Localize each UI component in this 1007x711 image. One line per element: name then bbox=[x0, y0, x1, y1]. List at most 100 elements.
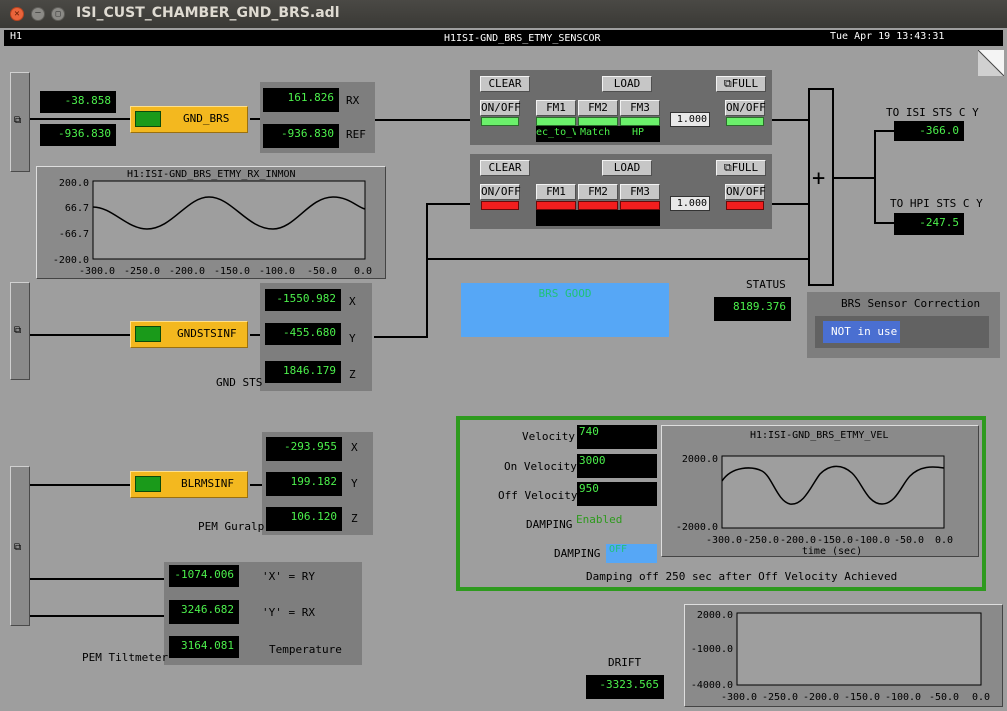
drift-value: -3323.565 bbox=[586, 675, 664, 699]
wire bbox=[772, 203, 808, 205]
wire bbox=[832, 177, 876, 179]
pem-related-display-button[interactable]: ⧉ bbox=[10, 466, 30, 626]
minimize-window-button[interactable]: – bbox=[31, 7, 45, 21]
gain-field[interactable]: 1.000 bbox=[670, 196, 710, 211]
temperature-label: Temperature bbox=[269, 643, 342, 656]
close-window-button[interactable]: ✕ bbox=[10, 7, 24, 21]
vel-xtick: -250.0 bbox=[743, 535, 779, 546]
gndstsinf-button[interactable]: GNDSTSINF bbox=[130, 321, 248, 348]
rx-ytick: 66.7 bbox=[65, 203, 89, 214]
fm2-name: Match bbox=[580, 127, 611, 138]
rx-plot-title: H1:ISI-GND_BRS_ETMY_RX_INMON bbox=[127, 169, 296, 180]
on-velocity-value: 3000 bbox=[577, 454, 657, 478]
drift-xtick: -50.0 bbox=[929, 692, 959, 703]
damping-state: Enabled bbox=[576, 513, 623, 526]
blrmsinf-button[interactable]: BLRMSINF bbox=[130, 471, 248, 498]
rx-ytick: 200.0 bbox=[59, 178, 89, 189]
rx-plot-svg: 200.0 66.7 -66.7 -200.0 -300.0 -250.0 -2… bbox=[53, 178, 372, 277]
fm2-led bbox=[578, 117, 618, 126]
off-velocity-value: 950 bbox=[577, 482, 657, 506]
wire bbox=[426, 203, 472, 205]
wire bbox=[874, 130, 894, 132]
rx-label: RX bbox=[346, 94, 360, 107]
rx-xtick: -150.0 bbox=[214, 266, 250, 277]
tilt-rx-value: -1074.006 bbox=[169, 565, 239, 587]
guralp-z-value: 106.120 bbox=[266, 507, 342, 531]
ref-value: -936.830 bbox=[263, 124, 339, 148]
velocity-value: 740 bbox=[577, 425, 657, 449]
fm2-button[interactable]: FM2 bbox=[578, 184, 618, 200]
output-led bbox=[726, 201, 764, 210]
fm3-button[interactable]: FM3 bbox=[620, 100, 660, 116]
tilt-temp-value: 3164.081 bbox=[169, 636, 239, 658]
input-onoff-button[interactable]: ON/OFF bbox=[480, 100, 521, 116]
fm1-button[interactable]: FM1 bbox=[536, 184, 576, 200]
fm3-button[interactable]: FM3 bbox=[620, 184, 660, 200]
gain-field[interactable]: 1.000 bbox=[670, 112, 710, 127]
vel-xtick: -100.0 bbox=[854, 535, 890, 546]
maximize-window-button[interactable]: □ bbox=[51, 7, 65, 21]
channel-title: H1ISI-GND_BRS_ETMY_SENSCOR bbox=[444, 33, 601, 44]
gnd-sts-related-display-button[interactable]: ⧉ bbox=[10, 282, 30, 380]
fm2-button[interactable]: FM2 bbox=[578, 100, 618, 116]
gnd-brs-value-bottom: -936.830 bbox=[40, 124, 116, 146]
pem-tiltmeter-caption: PEM Tiltmeter bbox=[82, 651, 169, 664]
damping-note: Damping off 250 sec after Off Velocity A… bbox=[586, 570, 898, 583]
vel-ytick: -2000.0 bbox=[676, 522, 718, 533]
tilt-ry-label: 'X' = RY bbox=[262, 570, 315, 583]
load-button[interactable]: LOAD bbox=[602, 160, 652, 176]
rx-trace bbox=[92, 196, 366, 230]
datetime: Tue Apr 19 13:43:31 bbox=[830, 31, 945, 42]
fm3-name: HP bbox=[632, 127, 645, 138]
rx-inmon-plot: H1:ISI-GND_BRS_ETMY_RX_INMON 200.0 66.7 … bbox=[36, 166, 386, 279]
rx-xtick: -200.0 bbox=[169, 266, 205, 277]
site-label: H1 bbox=[10, 31, 23, 42]
drift-plot: 2000.0 -1000.0 -4000.0 -300.0 -250.0 -20… bbox=[684, 604, 1003, 707]
clear-button[interactable]: CLEAR bbox=[480, 76, 530, 92]
damping-panel: Velocity 740 On Velocity 3000 Off Veloci… bbox=[456, 416, 986, 591]
input-onoff-button[interactable]: ON/OFF bbox=[480, 184, 521, 200]
gnd-sts-z-value: 1846.179 bbox=[265, 361, 341, 383]
rx-xtick: -250.0 bbox=[124, 266, 160, 277]
wire bbox=[428, 258, 808, 260]
vel-plot-svg: 2000.0 -2000.0 -300.0 -250.0 -200.0 -150… bbox=[676, 454, 953, 556]
gnd-brs-related-display-button[interactable]: ⧉ bbox=[10, 72, 30, 172]
rx-xtick: 0.0 bbox=[354, 266, 372, 277]
load-button[interactable]: LOAD bbox=[602, 76, 652, 92]
fm1-button[interactable]: FM1 bbox=[536, 100, 576, 116]
velocity-plot: H1:ISI-GND_BRS_ETMY_VEL 2000.0 -2000.0 -… bbox=[661, 425, 979, 557]
drift-xtick: -100.0 bbox=[885, 692, 921, 703]
y-label: Y bbox=[351, 477, 358, 490]
status-indicator-icon bbox=[135, 326, 161, 342]
wire bbox=[30, 578, 164, 580]
status-indicator-icon bbox=[135, 476, 161, 492]
wire bbox=[874, 222, 894, 224]
output-onoff-button[interactable]: ON/OFF bbox=[725, 100, 766, 116]
clear-button[interactable]: CLEAR bbox=[480, 160, 530, 176]
vel-xlabel: time (sec) bbox=[802, 546, 862, 556]
input-led bbox=[481, 117, 519, 126]
full-button[interactable]: ⧉FULL bbox=[716, 76, 766, 92]
vel-xtick: -150.0 bbox=[817, 535, 853, 546]
fm1-led bbox=[536, 201, 576, 210]
gnd-sts-x-value: -1550.982 bbox=[265, 289, 341, 311]
rx-xtick: -100.0 bbox=[259, 266, 295, 277]
sensor-correction-state: NOT in use bbox=[823, 321, 900, 343]
status-value: 8189.376 bbox=[714, 297, 791, 321]
to-hpi-sts-label: TO HPI STS C Y bbox=[890, 197, 983, 210]
blrmsinf-label: BLRMSINF bbox=[181, 477, 234, 490]
output-onoff-button[interactable]: ON/OFF bbox=[725, 184, 766, 200]
full-button[interactable]: ⧉FULL bbox=[716, 160, 766, 176]
tilt-rx-label: 'Y' = RX bbox=[262, 606, 315, 619]
pem-guralp-panel: -293.955 X 199.182 Y 106.120 Z bbox=[262, 432, 373, 535]
gnd-brs-button[interactable]: GND_BRS bbox=[130, 106, 248, 133]
filter-bank-2: CLEAR LOAD ⧉FULL ON/OFF FM1 FM2 FM3 1.00… bbox=[470, 154, 772, 229]
pem-tiltmeter-panel: -1074.006 'X' = RY 3246.682 'Y' = RX 316… bbox=[164, 562, 362, 665]
guralp-y-value: 199.182 bbox=[266, 472, 342, 496]
wire bbox=[250, 484, 262, 486]
wire bbox=[374, 119, 472, 121]
vel-xtick: -200.0 bbox=[780, 535, 816, 546]
drift-xtick: -300.0 bbox=[721, 692, 757, 703]
wire bbox=[874, 130, 876, 224]
damping-label-2: DAMPING bbox=[554, 547, 601, 560]
